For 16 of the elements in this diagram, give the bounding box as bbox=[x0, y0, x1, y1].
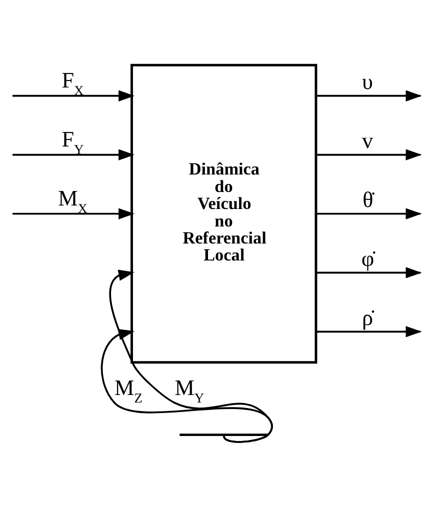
node-bracket bbox=[180, 434, 268, 436]
edge-label: F$_{Y}$ bbox=[62, 126, 84, 158]
edge-label: ρ̇ bbox=[362, 304, 374, 330]
arrow bbox=[100, 328, 273, 443]
arrow bbox=[14, 149, 135, 160]
edge-label: M$_{X}$ bbox=[58, 186, 88, 216]
edge-label: φ̇ bbox=[361, 246, 374, 271]
edge-label: F$_{X}$ bbox=[62, 68, 84, 98]
edge-label: M$_{Z}$ bbox=[114, 374, 142, 406]
edge-label: M$_{Y}$ bbox=[174, 374, 204, 406]
edge-label: θ̇ bbox=[362, 186, 374, 212]
edge-label: v bbox=[362, 128, 374, 153]
node-box: Dinâmica do Veículo no Referencial Local bbox=[130, 64, 318, 364]
arrow bbox=[14, 90, 135, 102]
arrow bbox=[14, 208, 135, 220]
edge-label: υ bbox=[362, 68, 373, 94]
